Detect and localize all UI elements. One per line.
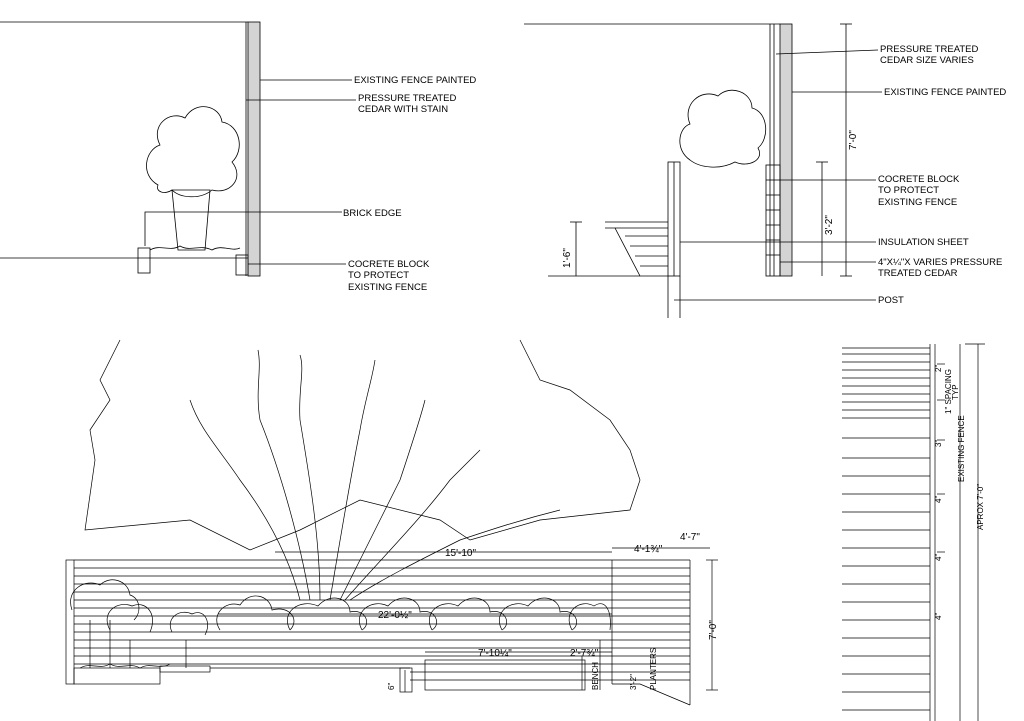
dim-board-4c: 4" — [934, 613, 943, 620]
section-b-callouts: PRESSURE TREATED CEDAR SIZE VARIES EXIST… — [562, 44, 1006, 306]
dim-bench-end: 2'-7¾" — [570, 648, 599, 659]
callout-cedar-size-varies: CEDAR SIZE VARIES — [880, 55, 974, 66]
existing-fence-board — [247, 21, 261, 277]
callout-existing-fence-painted: EXISTING FENCE PAINTED — [354, 75, 476, 86]
dim-board-4b: 4" — [934, 554, 943, 561]
tree-branch — [349, 509, 561, 601]
dim-planter-height: 3'-2" — [629, 674, 638, 690]
callout-concrete-block: COCRETE BLOCK — [878, 174, 960, 185]
callout-to-protect: TO PROTECT — [878, 185, 939, 196]
gravel-edge — [149, 245, 241, 251]
elevation — [65, 339, 718, 706]
tree-branch — [329, 359, 376, 601]
dim-bench-width: 7'-10¼" — [478, 647, 512, 659]
tree-branch — [344, 449, 481, 601]
bench — [424, 659, 586, 691]
section-a — [0, 21, 356, 277]
concrete-block-stack — [765, 164, 781, 277]
dim-fence-height: 7'-0" — [708, 620, 719, 640]
tree-canopy-outline — [84, 339, 641, 551]
shrub-canopy — [146, 106, 240, 198]
dim-board-2: 2" — [934, 365, 943, 372]
dim-planter-width: 22'-0½" — [378, 610, 412, 621]
fence-detail-labels: 2" 1" SPACING TYP EXISTING FENCE APROX 7… — [934, 365, 985, 620]
existing-fence-board — [779, 23, 793, 277]
end-post — [65, 559, 75, 685]
callout-existing-fence: EXISTING FENCE — [348, 282, 427, 293]
label-planters: PLANTERS — [649, 648, 658, 690]
callout-cedar-with-stain: CEDAR WITH STAIN — [358, 104, 448, 115]
callout-pressure-treated: PRESSURE TREATED — [880, 44, 979, 55]
dim-planter-height: 3'-2" — [824, 215, 835, 235]
dim-bench-height: 1'-6" — [562, 248, 573, 268]
label-spacing: 1" SPACING — [944, 369, 953, 414]
section-a-callouts: EXISTING FENCE PAINTED PRESSURE TREATED … — [343, 75, 476, 293]
tree-branch — [299, 354, 321, 601]
dim-board-4a: 4" — [934, 496, 943, 503]
label-existing-fence: EXISTING FENCE — [957, 415, 966, 482]
fence-detail — [842, 343, 985, 721]
label-typ: TYP — [951, 384, 960, 400]
tree-branch — [189, 399, 301, 601]
concrete-block — [235, 254, 249, 276]
callout-concrete-block: COCRETE BLOCK — [348, 259, 430, 270]
callout-existing-fence-painted: EXISTING FENCE PAINTED — [884, 87, 1006, 98]
shrub-canopy — [679, 89, 766, 168]
callout-existing-fence: EXISTING FENCE — [878, 197, 957, 208]
dim-board-3: 3" — [934, 440, 943, 447]
callout-cedar-size: 4"X¼"X VARIES PRESSURE — [878, 257, 1002, 268]
dim-right-segment: 4'-1¾" — [634, 544, 663, 555]
dim-approx-height: APROX 7'-0" — [976, 484, 985, 530]
planter-pot — [171, 189, 211, 251]
dim-fence-height: 7'-0" — [848, 130, 859, 150]
tree-branch — [339, 399, 426, 601]
callout-brick-edge: BRICK EDGE — [343, 208, 402, 219]
dim-bench-offset: 6" — [387, 683, 396, 690]
callout-treated-cedar: TREATED CEDAR — [878, 268, 958, 279]
callout-insulation-sheet: INSULATION SHEET — [878, 237, 969, 248]
tree-branch — [257, 349, 311, 601]
bench-support — [399, 667, 413, 693]
dim-end-segment: 4'-7" — [680, 532, 700, 543]
brick-edge — [137, 247, 151, 274]
callout-to-protect: TO PROTECT — [348, 270, 409, 281]
section-b — [524, 23, 882, 318]
dim-overall-width: 15'-10" — [445, 548, 476, 559]
elevation-dimensions: 15'-10" 4'-1¾" 4'-7" 22'-0½" 7'-0" 7'-10… — [378, 532, 719, 690]
callout-post: POST — [878, 295, 904, 306]
callout-pressure-treated: PRESSURE TREATED — [358, 93, 457, 104]
label-bench: BENCH — [591, 662, 600, 690]
